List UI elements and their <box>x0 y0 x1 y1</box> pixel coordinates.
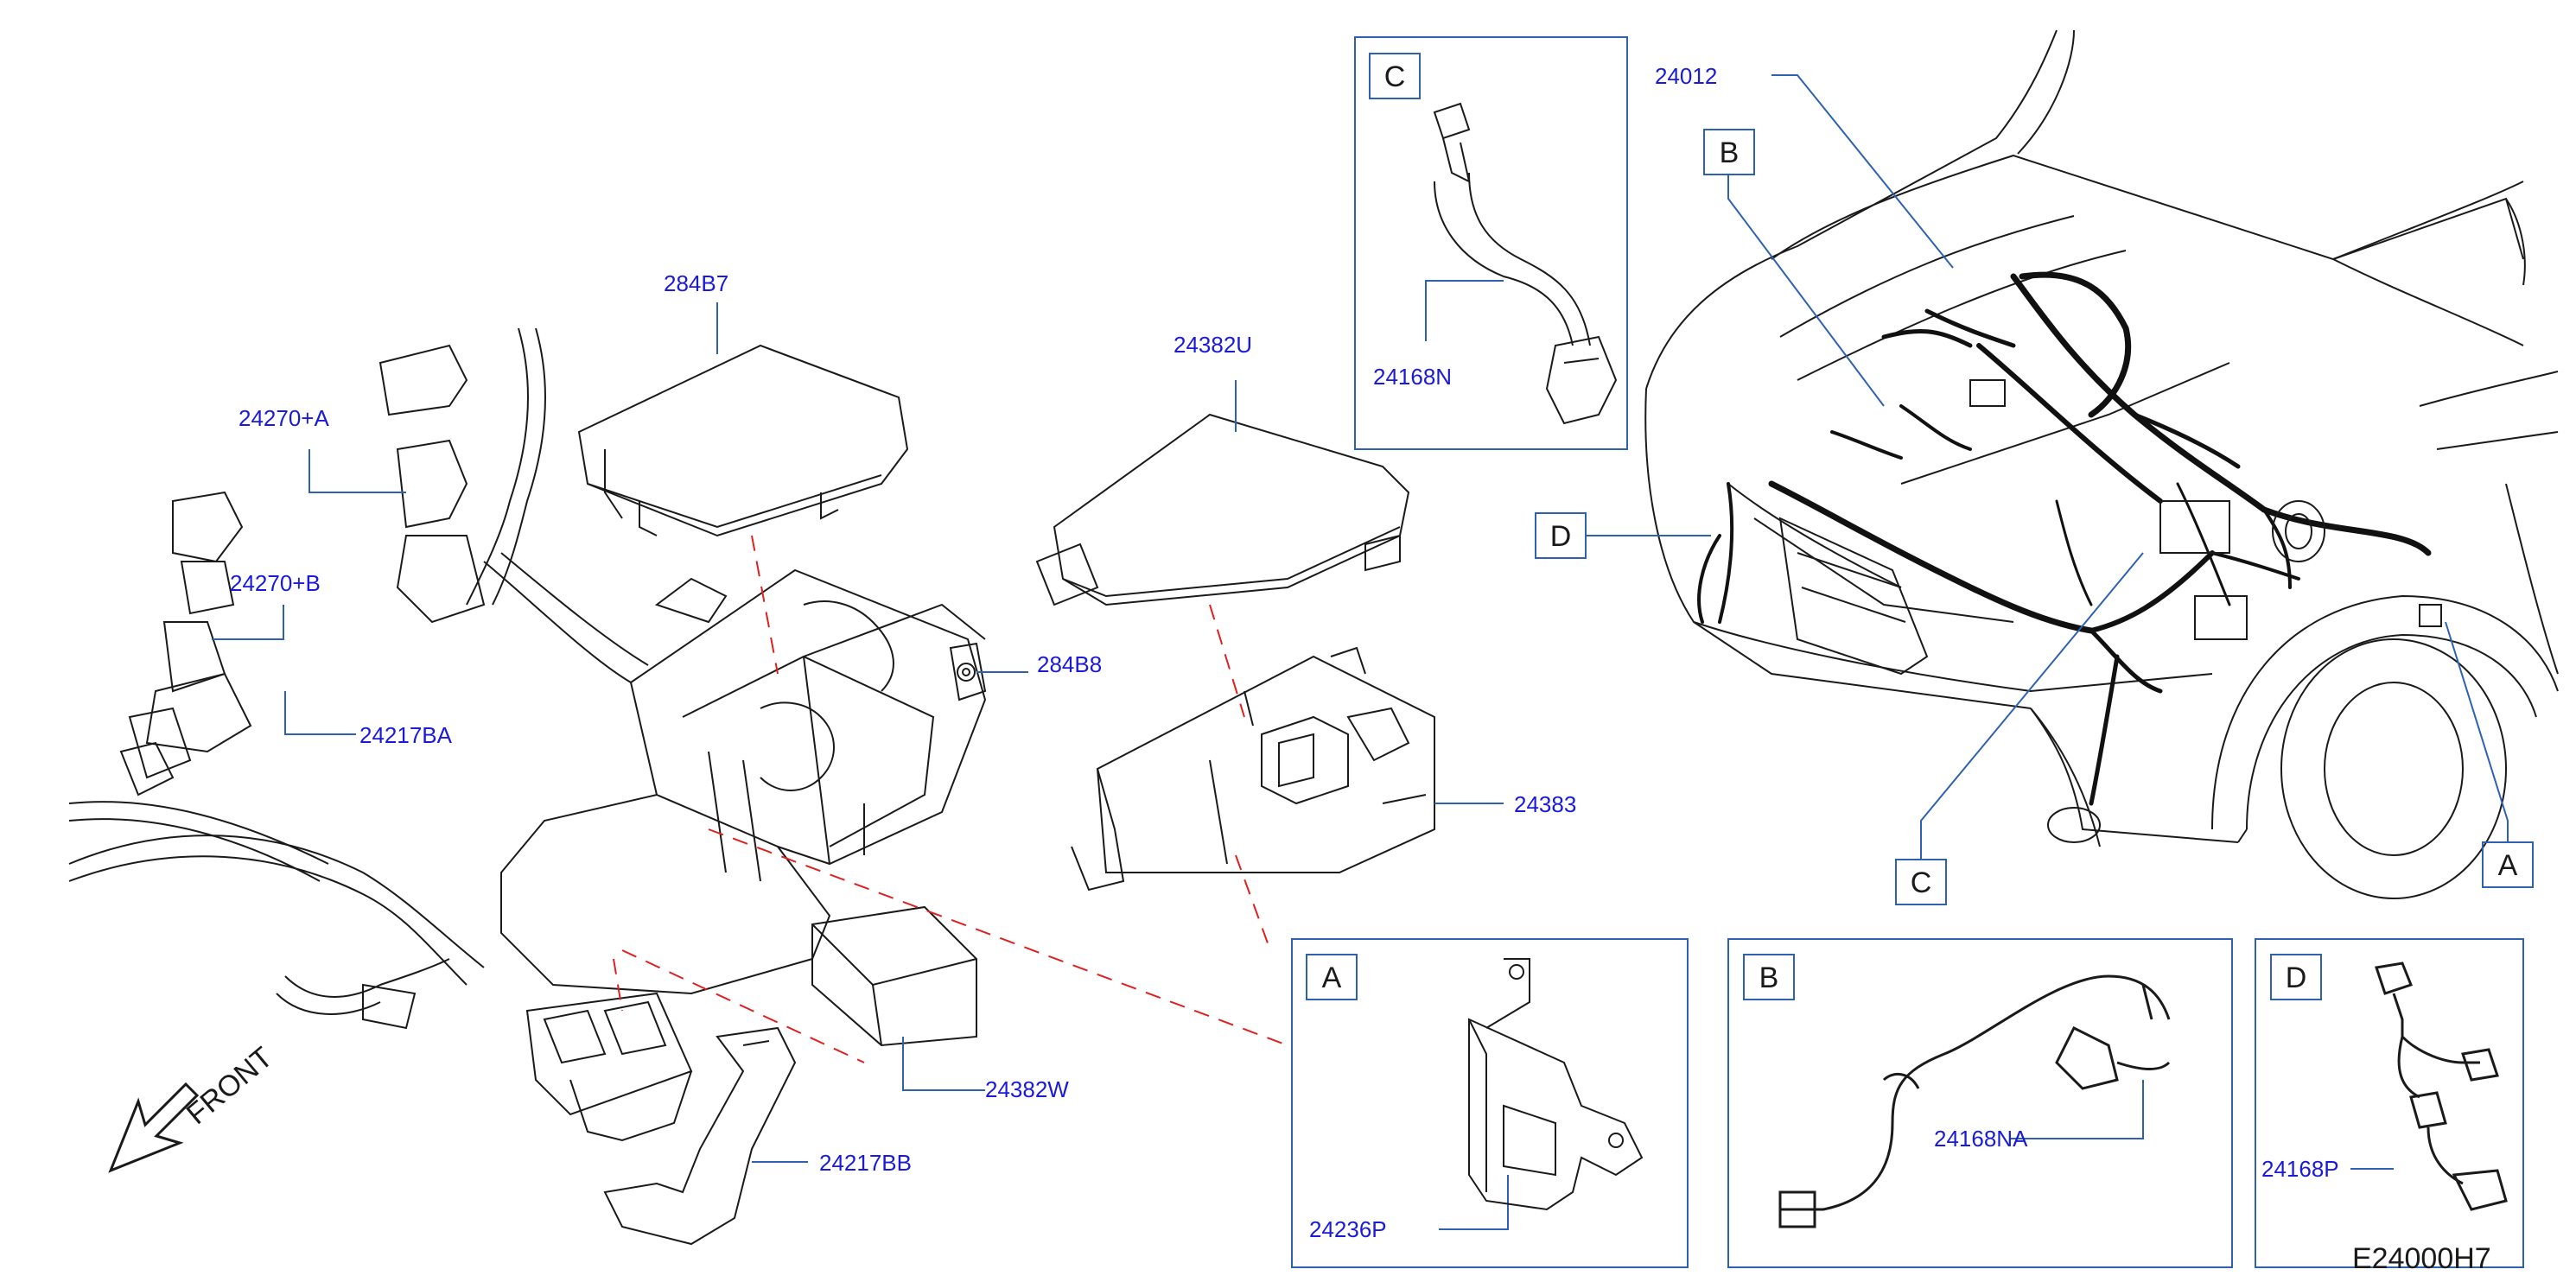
callout-letter-b-detail: B <box>1759 962 1779 994</box>
part-label-24168P: 24168P <box>2261 1156 2339 1182</box>
dashed-alignment-lines <box>613 535 1288 1063</box>
detail-box-c <box>1354 36 1628 450</box>
detail-box-a <box>1291 938 1689 1268</box>
part-label-24382W: 24382W <box>985 1076 1069 1102</box>
detail-box-d <box>2255 938 2524 1268</box>
cover-24382W-drawing <box>811 905 977 1047</box>
car-body-drawing <box>1644 29 2559 899</box>
callout-box-b-top <box>1703 129 1755 175</box>
part-label-24217BA: 24217BA <box>359 722 453 748</box>
part-label-24012: 24012 <box>1655 63 1717 89</box>
engine-harness-drawing <box>1697 271 2432 806</box>
callout-box-a-right <box>2482 841 2534 888</box>
callout-letter-b-top: B <box>1720 136 1740 169</box>
drawing-code: E24000H7 <box>2352 1242 2491 1275</box>
part-label-24270B: 24270+B <box>230 570 321 596</box>
part-label-24383: 24383 <box>1514 791 1576 817</box>
part-label-24168N: 24168N <box>1373 364 1452 390</box>
fuse-block-drawing <box>500 568 987 995</box>
callout-letter-d-left: D <box>1550 520 1572 553</box>
callout-letter-c-bottom: C <box>1911 866 1932 899</box>
part-label-284B7: 284B7 <box>664 270 728 296</box>
callout-letter-c-detail: C <box>1384 60 1406 93</box>
nut-284B8-drawing <box>957 663 976 682</box>
callout-box-d-left <box>1535 512 1587 559</box>
part-label-24236P: 24236P <box>1309 1216 1387 1242</box>
callout-letter-a-detail: A <box>1322 962 1342 994</box>
leader-lines <box>212 74 2509 1230</box>
detail-box-b <box>1727 938 2233 1268</box>
front-label: FRONT <box>181 1041 279 1131</box>
callout-letter-a-right: A <box>2498 849 2518 882</box>
engine-components-drawing <box>1969 379 2442 640</box>
cover-284B7-drawing <box>577 344 909 537</box>
cover-24382U-drawing <box>1035 413 1410 606</box>
part-label-24270A: 24270+A <box>239 405 329 431</box>
part-label-284B8: 284B8 <box>1037 651 1102 677</box>
part-label-24168NA: 24168NA <box>1934 1126 2028 1152</box>
callout-box-c-bottom <box>1895 859 1947 905</box>
left-harness-drawing <box>68 327 797 1246</box>
part-label-24382U: 24382U <box>1174 332 1252 358</box>
relay-box-24383-drawing <box>1071 646 1435 892</box>
part-label-24217BB: 24217BB <box>819 1150 912 1176</box>
front-arrow-icon <box>108 1082 200 1173</box>
callout-letter-d-detail: D <box>2286 962 2307 994</box>
